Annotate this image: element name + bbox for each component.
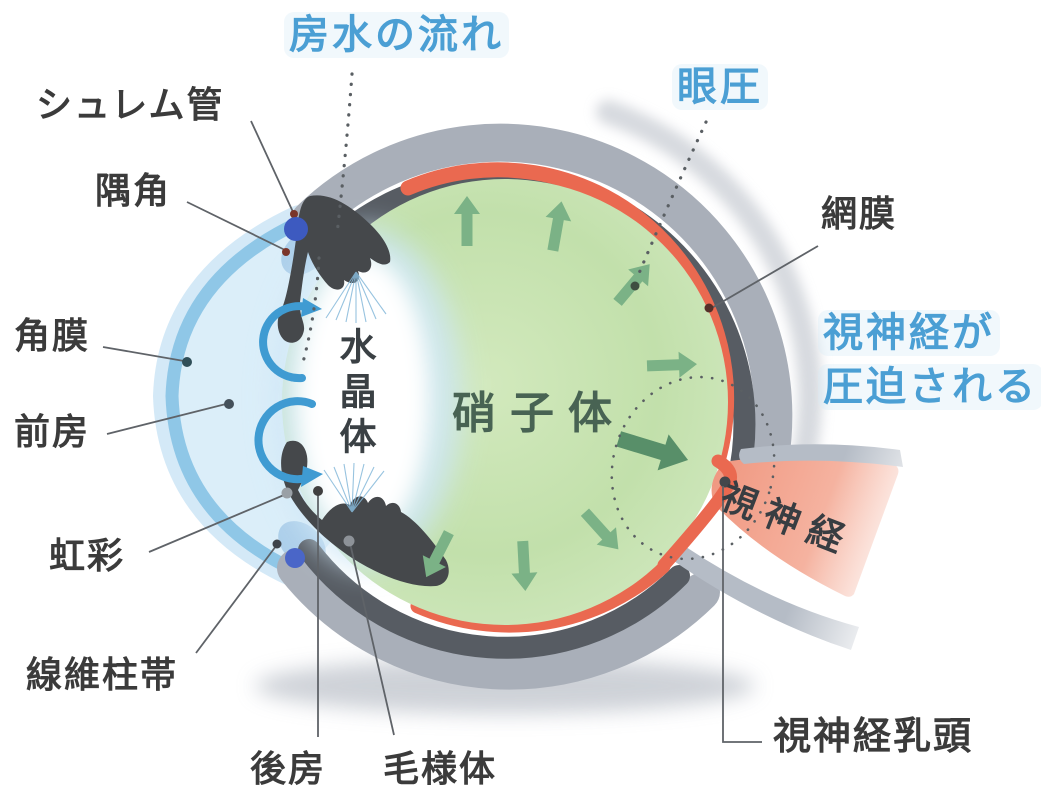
label-intraocular-pressure: 眼圧 [672,64,768,110]
label-cornea: 角膜 [14,316,91,357]
iop-dotted-line [635,120,708,280]
label-vitreous-body: 硝子体 [452,388,626,439]
leader-anterior-chamber [106,403,227,435]
leader-schlemm-canal [250,120,294,213]
aqueous-circulation-arrow-upper [259,298,322,383]
leader-trabecular-meshwork [195,545,277,654]
label-retina: 網膜 [821,194,898,235]
dotted-annotation-lines [300,72,776,561]
optic-disc-dot [719,476,731,488]
aqueous-flow-dotted-line [335,72,354,236]
label-optic-disc: 視神経乳頭 [773,714,974,758]
schlemm-canal-dot-lower [285,548,305,568]
iop-line-end-dot [630,281,640,291]
optic-nerve-fadeout [752,420,950,672]
leader-lines [102,120,819,743]
lens-shape [272,228,462,568]
leader-cornea [102,346,185,362]
label-lens: 水晶体 [333,327,376,462]
aqueous-flow-dotted-line-inner [300,256,321,368]
label-trabecular-meshwork: 線維柱帯 [26,655,179,696]
label-nerve-compressed-line2: 圧迫される [818,364,1041,410]
zonule-fibers [323,271,387,513]
label-posterior-chamber: 後房 [250,749,327,790]
label-schlemm-canal: シュレム管 [36,85,225,126]
label-iris: 虹彩 [49,536,126,577]
aqueous-circulation-arrow-lower [254,397,323,487]
leader-end-dots [182,210,714,549]
sclera-ring [277,123,793,690]
leader-ciliary-body [349,542,395,736]
label-ciliary-body: 毛様体 [383,749,498,790]
schlemm-canal-dot-upper [284,217,308,241]
compressed-area-dotted-circle [610,375,776,561]
leader-optic-disc [722,486,762,743]
leader-iris [148,494,285,553]
label-anterior-chamber: 前房 [14,412,91,453]
iris-lower-shape [281,440,449,587]
leader-angle [186,201,286,251]
leader-retina [709,245,819,310]
label-nerve-compressed-line1: 視神経が [818,310,1000,356]
label-angle: 隅角 [95,171,172,212]
label-aqueous-flow: 房水の流れ [284,12,509,58]
